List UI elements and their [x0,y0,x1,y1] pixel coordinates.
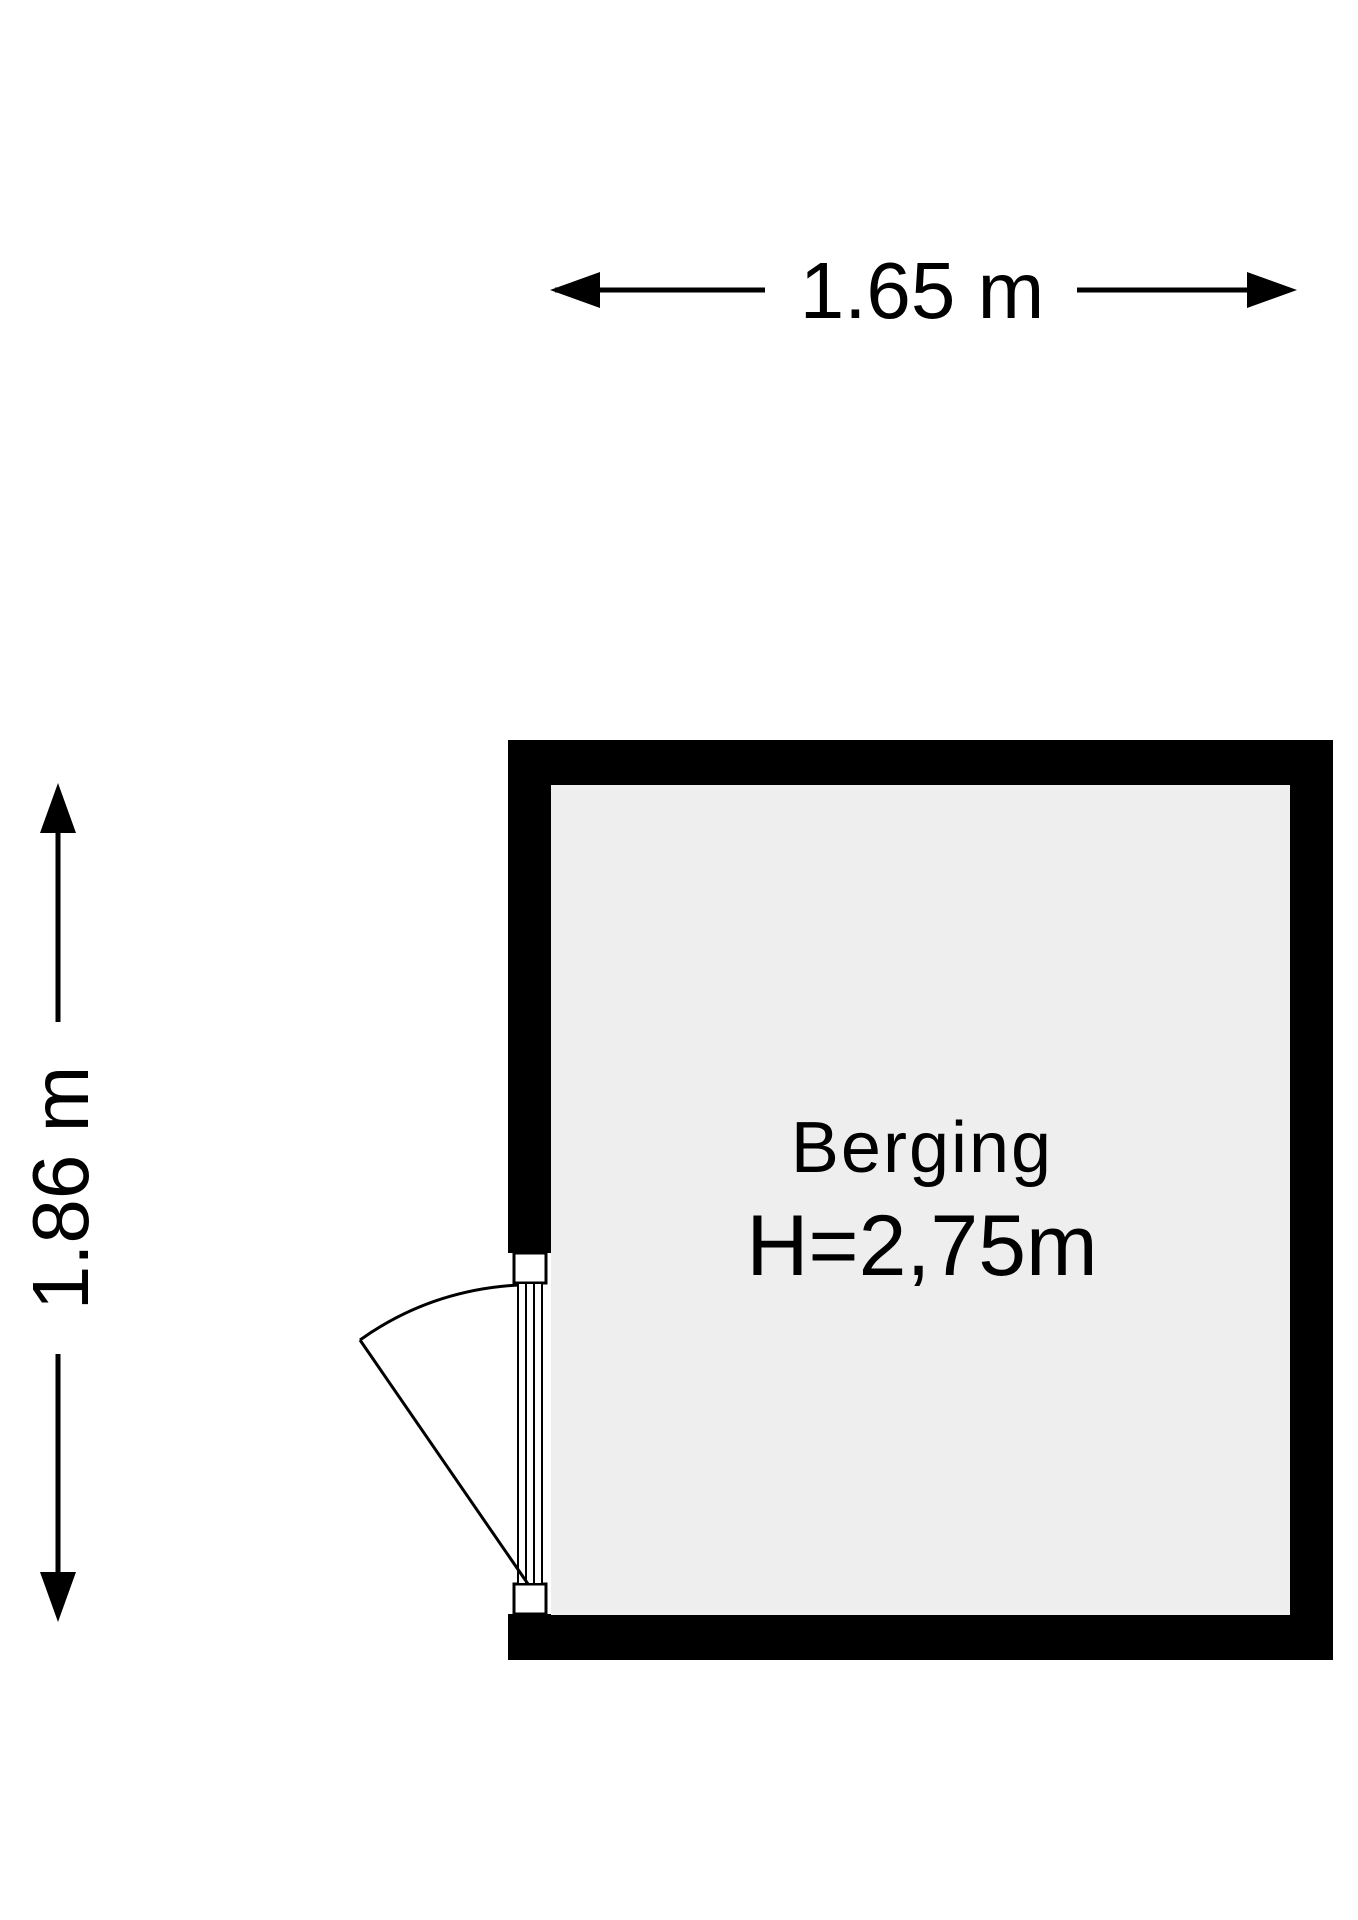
room-height: H=2,75m [746,1198,1097,1294]
depth-dimension-label: 1.86 m [16,1066,105,1311]
width-arrowhead-right [1247,272,1297,308]
width-dimension: 1.65 m [550,246,1297,335]
door-jamb-top [512,1251,548,1285]
depth-dimension: 1.86 m [16,783,105,1622]
width-dimension-label: 1.65 m [800,246,1045,335]
depth-arrowhead-top [40,783,76,833]
wall-top [508,740,1333,785]
room-floor [551,785,1290,1615]
depth-arrowhead-bottom [40,1572,76,1622]
wall-bottom [508,1615,1333,1660]
room-label: Berging H=2,75m [746,1108,1097,1294]
wall-right [1290,740,1333,1660]
wall-left-upper [508,740,551,1253]
wall-left-lower [508,1614,551,1660]
door-leaf [358,1339,530,1585]
door [358,1251,548,1616]
walls [508,740,1333,1660]
door-jamb-bottom [512,1582,548,1616]
width-arrowhead-left [550,272,600,308]
door-frame [517,1282,543,1585]
door-swing-arc [359,1283,519,1342]
room-name: Berging [791,1108,1053,1188]
